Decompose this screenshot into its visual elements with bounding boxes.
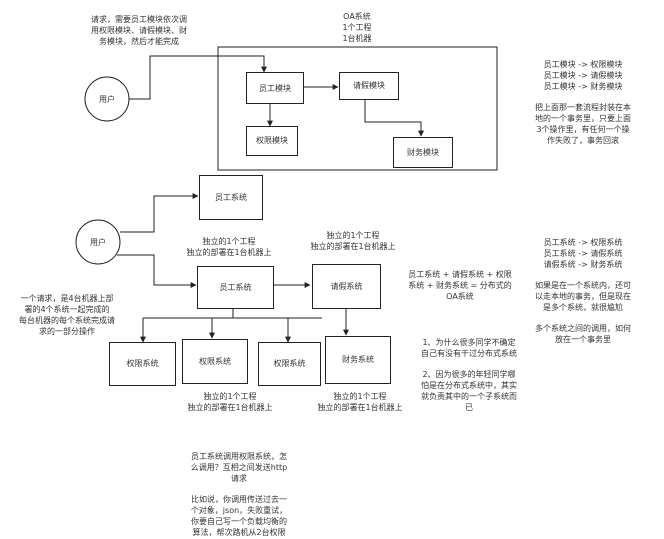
user-circle-bottom xyxy=(75,219,121,265)
right-note-bottom: 员工系统 -> 权限系统员工系统 -> 请假系统请假系统 -> 财务系统 如果是… xyxy=(535,238,631,344)
arrow-user-to-employee-system xyxy=(117,254,197,288)
employee-system-label: 员工系统 xyxy=(219,283,252,292)
leave-module: 请假模块 xyxy=(339,72,399,100)
perm-system-1-label: 权限系统 xyxy=(126,359,159,368)
employee-system-top-label: 员工系统 xyxy=(215,193,247,202)
deploy-perm: 独立的1个工程独立的部署在1台机器上 xyxy=(187,392,273,412)
finance-system-label: 财务系统 xyxy=(342,355,374,364)
user-label-top: 用户 xyxy=(99,95,115,104)
employee-system: 员工系统 xyxy=(197,266,274,309)
top-note: 请求，需要员工模块依次调用权限模块、请假模块、财务模块，然后才能完成 xyxy=(91,15,187,46)
permission-module: 权限模块 xyxy=(246,126,298,156)
leave-module-label: 请假模块 xyxy=(353,81,385,90)
employee-module: 员工模块 xyxy=(246,72,304,104)
permission-module-label: 权限模块 xyxy=(256,136,288,145)
oa-system-container xyxy=(217,46,498,171)
perm-system-3-label: 权限系统 xyxy=(273,359,306,368)
right-note-top: 员工模块 -> 权限模块员工模块 -> 请假模块员工模块 -> 财务模块 把上面… xyxy=(535,60,631,145)
leave-system: 请假系统 xyxy=(312,264,381,309)
finance-module: 财务模块 xyxy=(393,137,453,168)
perm-system-2-label: 权限系统 xyxy=(199,357,231,366)
employee-module-label: 员工模块 xyxy=(259,84,291,93)
deploy-leave: 独立的1个工程独立的部署在1台机器上 xyxy=(310,231,396,251)
deploy-finance: 独立的1个工程独立的部署在1台机器上 xyxy=(317,392,403,412)
perm-system-2: 权限系统 xyxy=(182,339,248,384)
employee-system-top: 员工系统 xyxy=(199,175,263,220)
deploy-employee: 独立的1个工程独立的部署在1台机器上 xyxy=(186,237,272,257)
leave-system-label: 请假系统 xyxy=(330,282,363,291)
question-note: 1、为什么很多同学不确定自己有没有干过分布式系统 2、因为很多的年轻同学哪怕是在… xyxy=(421,338,517,412)
finance-system: 财务系统 xyxy=(325,336,391,384)
arrow-employee-to-perm-systems xyxy=(142,307,322,342)
perm-system-3: 权限系统 xyxy=(258,342,321,386)
arrow-user-to-employee-system-top xyxy=(120,193,199,233)
user-label-bottom: 用户 xyxy=(90,238,106,247)
finance-module-label: 财务模块 xyxy=(407,148,439,157)
left-note: 一个请求，是4台机器上部署的4个系统一起完成的每台机器的每个系统完成请求的一部分… xyxy=(19,294,115,336)
arrow-leave-to-finance-module xyxy=(364,98,424,137)
perm-system-1: 权限系统 xyxy=(109,342,176,386)
arrow-user-to-employee-module xyxy=(129,55,267,100)
